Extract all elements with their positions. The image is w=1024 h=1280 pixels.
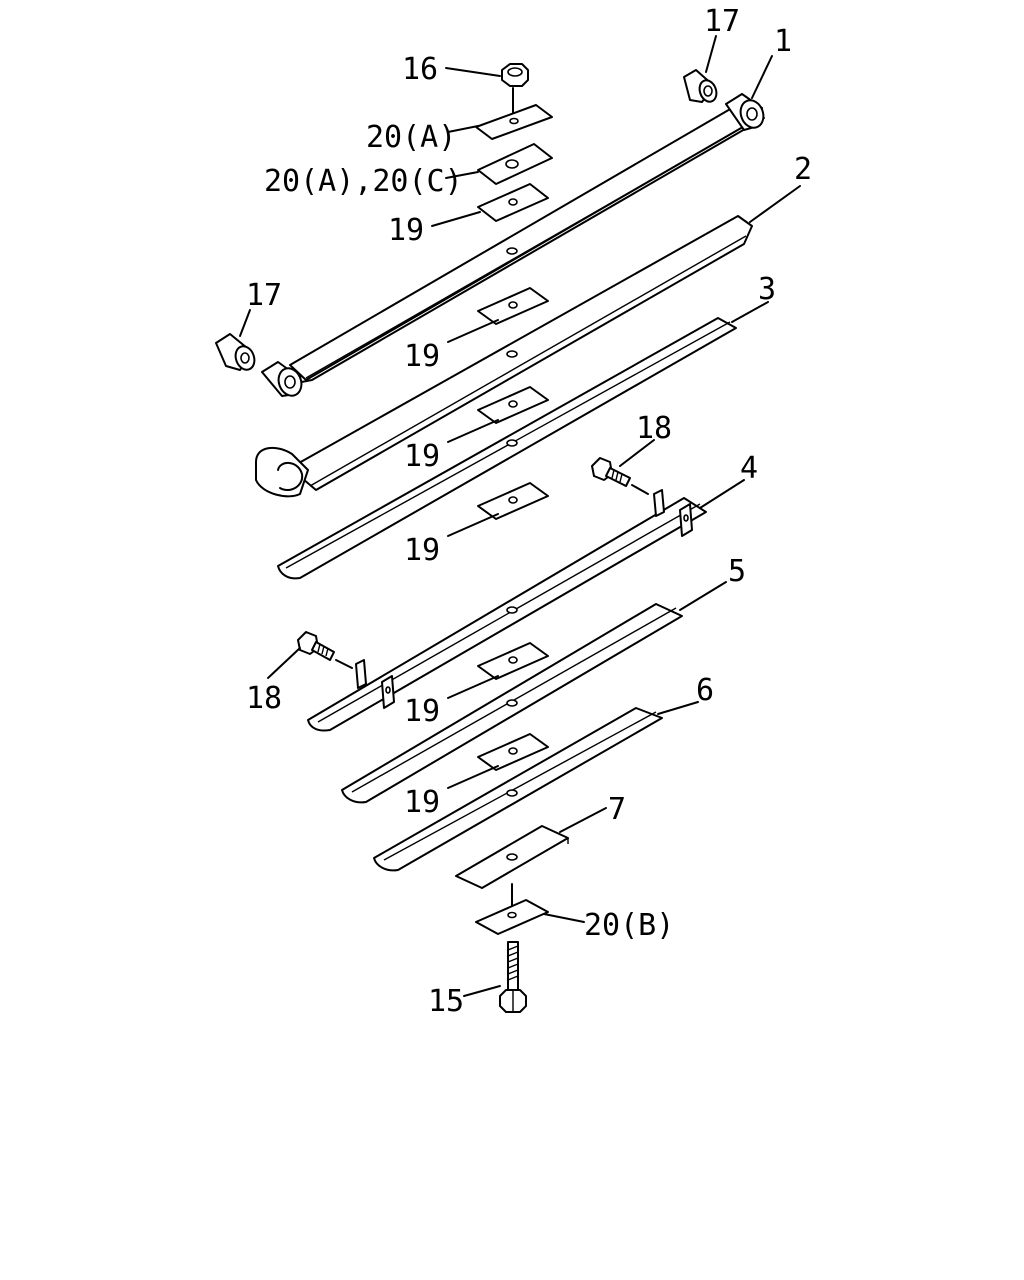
callout-19-fourth: 19 (404, 533, 440, 568)
callout-18-top: 18 (636, 411, 672, 446)
part-5-leaf (341, 603, 683, 804)
callout-3: 3 (758, 272, 776, 307)
callout-19-third: 19 (404, 439, 440, 474)
part-19-liner-6 (477, 733, 549, 771)
callout-4: 4 (740, 451, 758, 486)
callout-5: 5 (728, 554, 746, 589)
part-17-bushing-left (215, 333, 256, 371)
part-20a-plate (475, 104, 553, 140)
callout-2: 2 (794, 152, 812, 187)
part-20b-plate (475, 899, 549, 935)
part-17-bushing-top (683, 69, 718, 103)
part-16-nut (501, 63, 529, 119)
part-18-bolt-left (297, 631, 353, 669)
part-6-leaf (373, 707, 663, 872)
callout-19-fifth: 19 (404, 694, 440, 729)
callout-17-left: 17 (246, 278, 282, 313)
callout-16: 16 (402, 52, 438, 87)
callout-19-sixth: 19 (404, 785, 440, 820)
part-15-center-bolt (499, 941, 527, 1013)
part-4-leaf (307, 489, 707, 732)
callout-7: 7 (608, 792, 626, 827)
callout-15: 15 (428, 984, 464, 1019)
part-18-bolt-top (591, 457, 649, 495)
callout-20b: 20(B) (584, 908, 674, 943)
part-19-liner-3 (477, 386, 549, 424)
callout-1: 1 (774, 24, 792, 59)
part-19-liner-4 (477, 482, 549, 520)
leader-lines (239, 35, 801, 997)
part-19-liner-5 (477, 642, 549, 680)
callout-19-top: 19 (388, 213, 424, 248)
callout-20a-20c: 20(A),20(C) (264, 164, 463, 199)
callout-17-top: 17 (704, 4, 740, 39)
part-20ac-plate (477, 143, 553, 185)
part-2-leaf (255, 215, 753, 498)
callout-18-left: 18 (246, 681, 282, 716)
part-19-liner-top (477, 183, 549, 222)
part-3-leaf (277, 317, 737, 580)
part-7-spacer (455, 825, 569, 913)
part-1-main-leaf (261, 93, 765, 397)
callout-20a: 20(A) (366, 120, 456, 155)
callout-19-second: 19 (404, 339, 440, 374)
callout-labels: 16 20(A) 20(A),20(C) 19 17 1 2 17 19 3 1… (246, 4, 812, 1019)
callout-6: 6 (696, 673, 714, 708)
part-19-liner-2 (477, 287, 549, 325)
